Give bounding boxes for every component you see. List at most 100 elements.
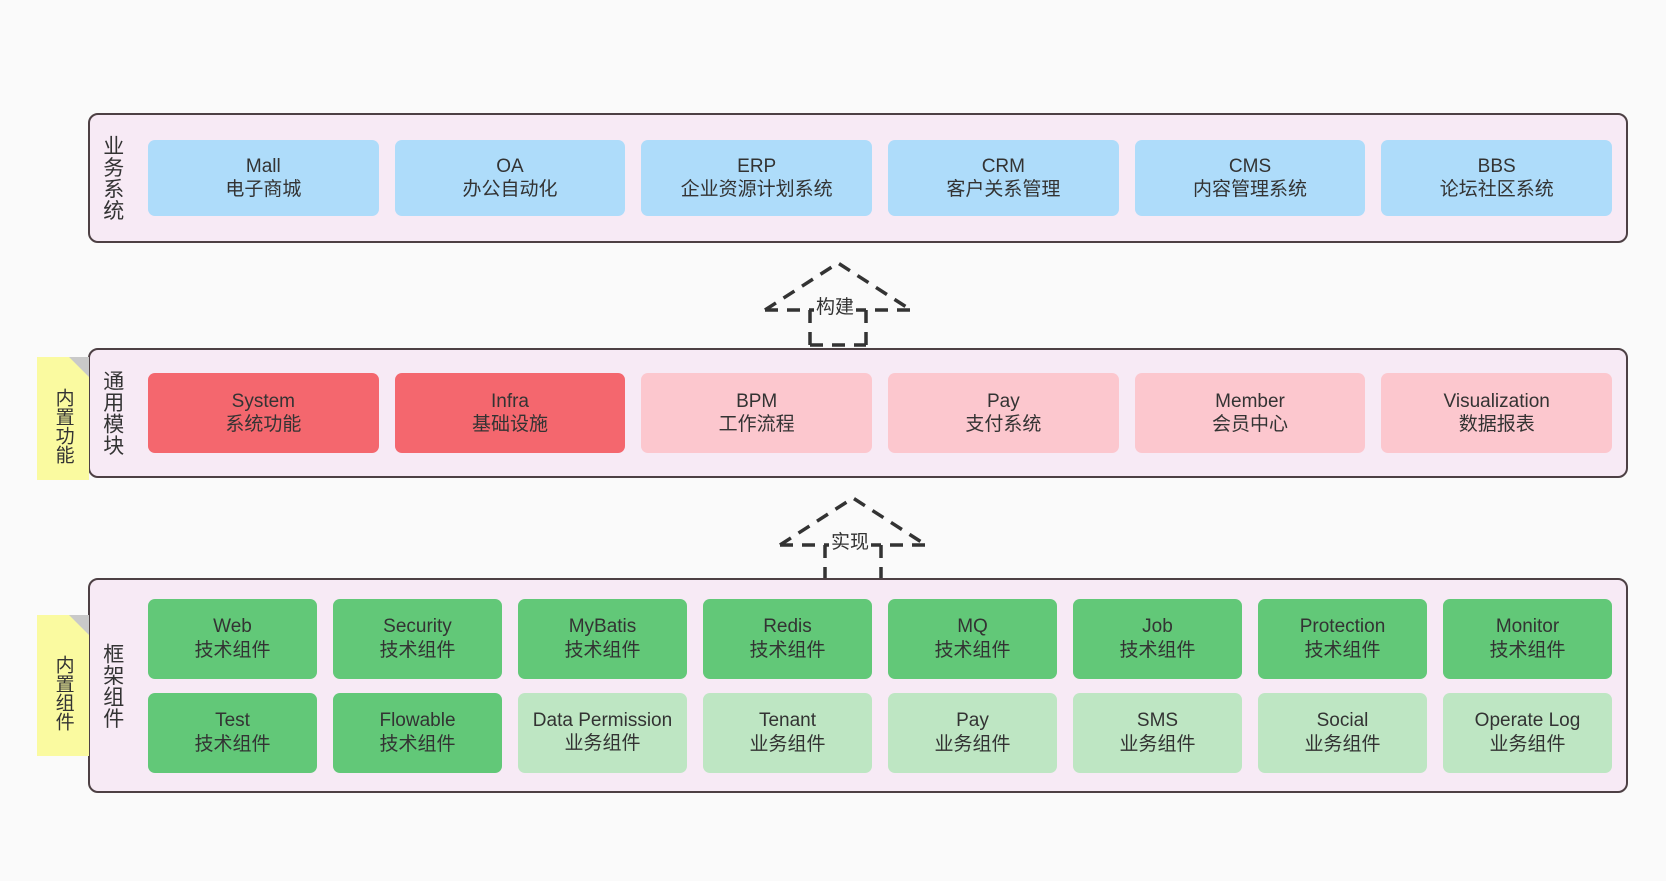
note-fold-corner [69, 357, 89, 377]
node-title: Flowable [379, 710, 456, 732]
node-visualization[interactable]: Visualization 数据报表 [1381, 373, 1613, 453]
node-title: MQ [957, 616, 988, 638]
layer-framework-components: 框架组件 Web 技术组件 Security 技术组件 MyBatis 技术组件… [88, 578, 1628, 793]
node-title: Monitor [1495, 616, 1560, 638]
node-subtitle: 电子商城 [225, 179, 302, 200]
node-bbs[interactable]: BBS 论坛社区系统 [1381, 140, 1613, 216]
node-title: Test [215, 710, 250, 732]
node-erp[interactable]: ERP 企业资源计划系统 [641, 140, 873, 216]
node-redis[interactable]: Redis 技术组件 [703, 598, 872, 679]
node-infra[interactable]: Infra 基础设施 [394, 373, 626, 453]
node-sms[interactable]: SMS 业务组件 [1073, 692, 1242, 773]
node-subtitle: 技术组件 [749, 639, 826, 661]
layer-body-business: Mall 电子商城 OA 办公自动化 ERP 企业资源计划系统 CRM 客户关系… [134, 115, 1626, 241]
node-tenant[interactable]: Tenant 业务组件 [703, 692, 872, 773]
node-subtitle: 办公自动化 [462, 179, 558, 200]
node-mybatis[interactable]: MyBatis 技术组件 [518, 598, 687, 679]
node-title: Visualization [1443, 390, 1550, 412]
note-builtin-components: 内置组件 [37, 615, 89, 756]
node-test[interactable]: Test 技术组件 [148, 692, 317, 773]
business-node-row: Mall 电子商城 OA 办公自动化 ERP 企业资源计划系统 CRM 客户关系… [148, 140, 1613, 216]
node-title: System [231, 390, 296, 412]
node-title: BPM [736, 390, 778, 412]
node-member[interactable]: Member 会员中心 [1134, 373, 1366, 453]
node-title: Pay [956, 710, 989, 732]
note-fold-corner [69, 615, 89, 635]
node-subtitle: 技术组件 [1119, 639, 1196, 661]
node-title: SMS [1136, 710, 1179, 732]
note-builtin-features: 内置功能 [37, 357, 89, 480]
node-subtitle: 业务组件 [934, 733, 1011, 755]
node-oa[interactable]: OA 办公自动化 [394, 140, 626, 216]
node-title: Redis [763, 616, 812, 638]
node-operate-log[interactable]: Operate Log 业务组件 [1443, 692, 1612, 773]
node-subtitle: 技术组件 [379, 639, 456, 661]
node-title: Member [1215, 390, 1285, 412]
node-data-permission[interactable]: Data Permission 业务组件 [518, 692, 687, 773]
node-bpm[interactable]: BPM 工作流程 [641, 373, 873, 453]
node-title: OA [496, 155, 524, 177]
node-subtitle: 技术组件 [194, 639, 271, 661]
node-subtitle: 工作流程 [718, 414, 795, 435]
node-subtitle: 技术组件 [1304, 639, 1381, 661]
node-title: Operate Log [1474, 710, 1581, 732]
node-crm[interactable]: CRM 客户关系管理 [888, 140, 1119, 216]
layer-business-systems: 业务系统 Mall 电子商城 OA 办公自动化 ERP 企业资源计划系统 CRM [88, 113, 1628, 243]
node-title: CRM [981, 155, 1025, 177]
node-subtitle: 数据报表 [1458, 414, 1535, 435]
node-subtitle: 内容管理系统 [1193, 179, 1308, 200]
node-subtitle: 业务组件 [564, 733, 641, 755]
note-label: 内置组件 [52, 654, 74, 731]
node-subtitle: 业务组件 [1304, 733, 1381, 755]
node-subtitle: 论坛社区系统 [1439, 179, 1554, 200]
node-mq[interactable]: MQ 技术组件 [888, 598, 1057, 679]
layer-caption-business: 业务系统 [100, 135, 124, 221]
node-title: Infra [490, 390, 530, 412]
layer-caption-common: 通用模块 [100, 370, 124, 456]
node-title: Social [1316, 710, 1369, 732]
node-subtitle: 业务组件 [1119, 733, 1196, 755]
framework-node-row-business: Test 技术组件 Flowable 技术组件 Data Permission … [148, 692, 1612, 773]
node-subtitle: 企业资源计划系统 [680, 179, 833, 200]
node-flowable[interactable]: Flowable 技术组件 [333, 692, 502, 773]
node-subtitle: 会员中心 [1212, 414, 1289, 435]
node-cms[interactable]: CMS 内容管理系统 [1134, 140, 1366, 216]
node-title: Data Permission [532, 709, 673, 731]
node-subtitle: 业务组件 [1489, 733, 1566, 755]
node-mall[interactable]: Mall 电子商城 [148, 140, 379, 216]
node-subtitle: 系统功能 [225, 414, 302, 435]
node-subtitle: 技术组件 [1489, 639, 1566, 661]
node-subtitle: 基础设施 [472, 414, 549, 435]
node-social[interactable]: Social 业务组件 [1258, 692, 1427, 773]
node-security[interactable]: Security 技术组件 [333, 598, 502, 679]
node-title: ERP [737, 155, 777, 177]
node-subtitle: 支付系统 [965, 414, 1042, 435]
node-protection[interactable]: Protection 技术组件 [1258, 598, 1427, 679]
node-pay-module[interactable]: Pay 支付系统 [888, 373, 1119, 453]
node-subtitle: 技术组件 [934, 639, 1011, 661]
node-system[interactable]: System 系统功能 [148, 373, 379, 453]
node-subtitle: 技术组件 [564, 639, 641, 661]
node-title: Protection [1299, 616, 1386, 638]
node-subtitle: 客户关系管理 [946, 179, 1061, 200]
node-title: BBS [1477, 155, 1516, 177]
layer-common-modules: 通用模块 System 系统功能 Infra 基础设施 BPM 工作流程 Pay [88, 348, 1628, 478]
connector-build-label: 构建 [814, 292, 857, 319]
node-title: Job [1142, 616, 1173, 638]
node-title: Mall [245, 155, 281, 177]
node-title: MyBatis [568, 616, 637, 638]
layer-body-framework: Web 技术组件 Security 技术组件 MyBatis 技术组件 Redi… [134, 580, 1626, 791]
node-title: CMS [1228, 155, 1272, 177]
node-monitor[interactable]: Monitor 技术组件 [1443, 598, 1612, 679]
node-subtitle: 技术组件 [379, 733, 456, 755]
node-title: Tenant [758, 710, 817, 732]
layer-body-common: System 系统功能 Infra 基础设施 BPM 工作流程 Pay 支付系统… [134, 350, 1626, 476]
node-web[interactable]: Web 技术组件 [148, 598, 317, 679]
connector-implement-label: 实现 [829, 527, 872, 554]
node-subtitle: 业务组件 [749, 733, 826, 755]
common-node-row: System 系统功能 Infra 基础设施 BPM 工作流程 Pay 支付系统… [148, 373, 1613, 453]
node-job[interactable]: Job 技术组件 [1073, 598, 1242, 679]
node-pay-component[interactable]: Pay 业务组件 [888, 692, 1057, 773]
node-title: Web [213, 616, 252, 638]
